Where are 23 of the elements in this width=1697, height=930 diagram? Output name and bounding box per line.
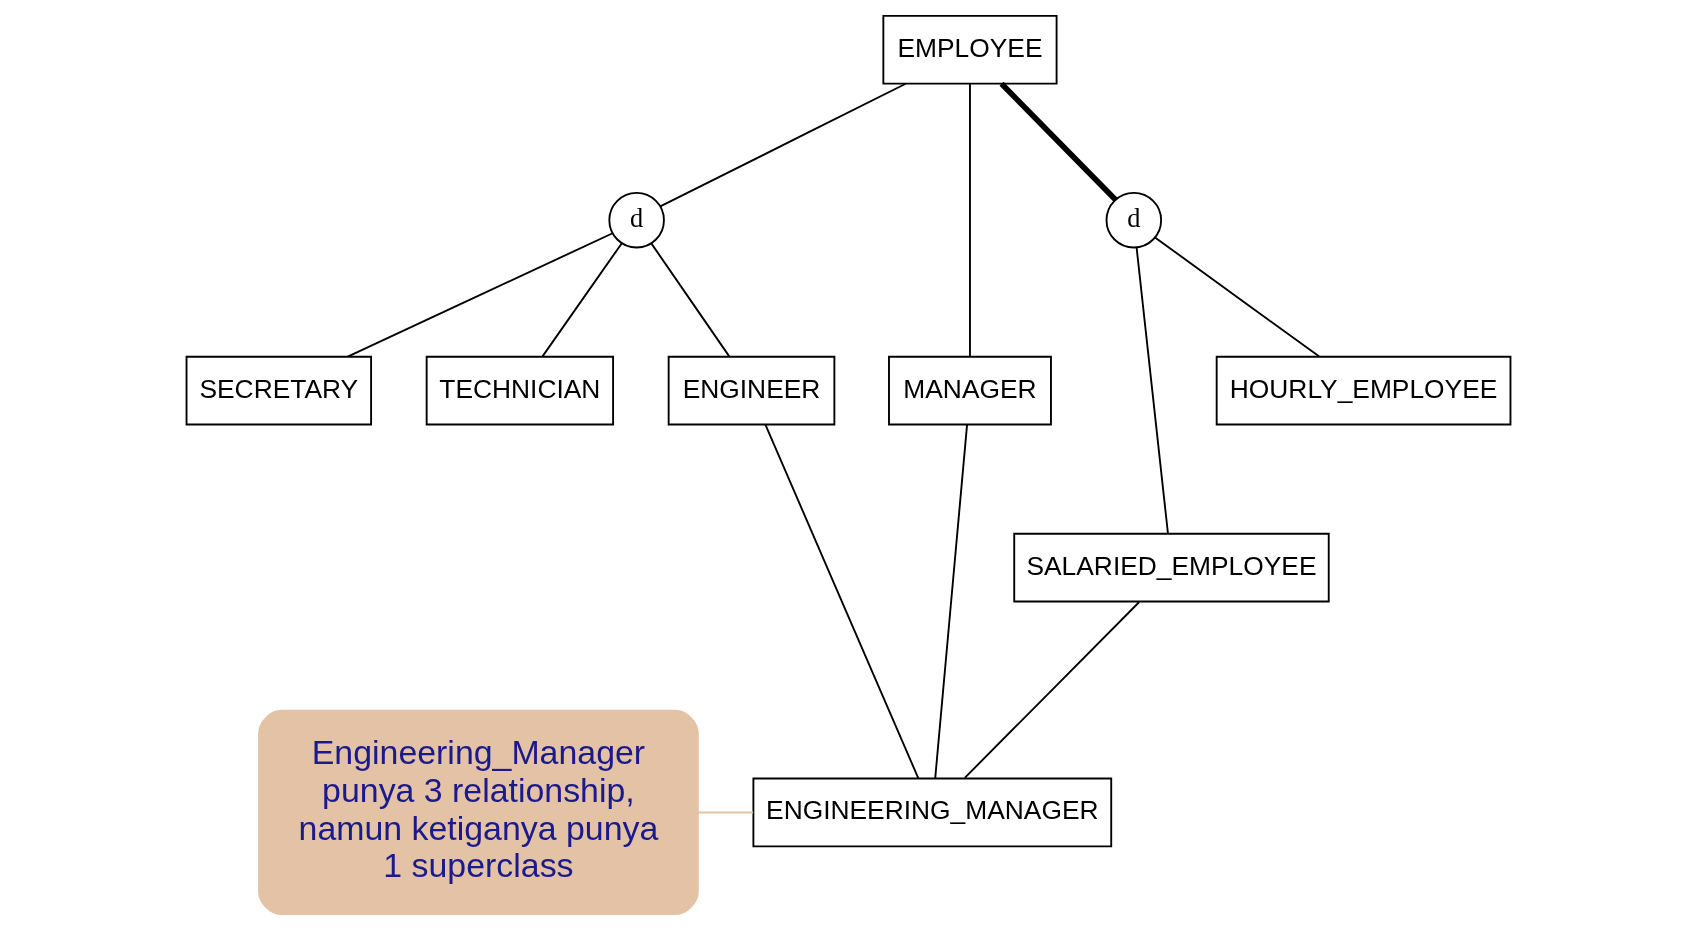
connector [934, 423, 968, 780]
node-box: ENGINEERING_MANAGER [752, 777, 1113, 848]
node-box: MANAGER [888, 355, 1052, 426]
connector [963, 601, 1141, 779]
node-box: ENGINEER [667, 355, 836, 426]
connector [346, 232, 614, 358]
connector [969, 83, 971, 358]
connector [999, 81, 1118, 202]
connector [659, 82, 907, 208]
connector [764, 423, 920, 780]
connector [541, 242, 623, 358]
node-box: TECHNICIAN [425, 355, 615, 426]
node-box: Engineering_Manager punya 3 relationship, namun ketiganya punya 1 superclass [258, 709, 699, 916]
node-circle: d [1105, 191, 1163, 249]
connector [697, 811, 755, 814]
connector [650, 242, 731, 358]
connector [1154, 236, 1320, 358]
node-box: EMPLOYEE [882, 14, 1058, 85]
node-box: HOURLY_EMPLOYEE [1215, 355, 1512, 426]
connector [1135, 246, 1169, 535]
node-circle: d [608, 191, 665, 249]
node-box: SALARIED_EMPLOYEE [1013, 532, 1330, 603]
node-box: SECRETARY [185, 355, 373, 426]
